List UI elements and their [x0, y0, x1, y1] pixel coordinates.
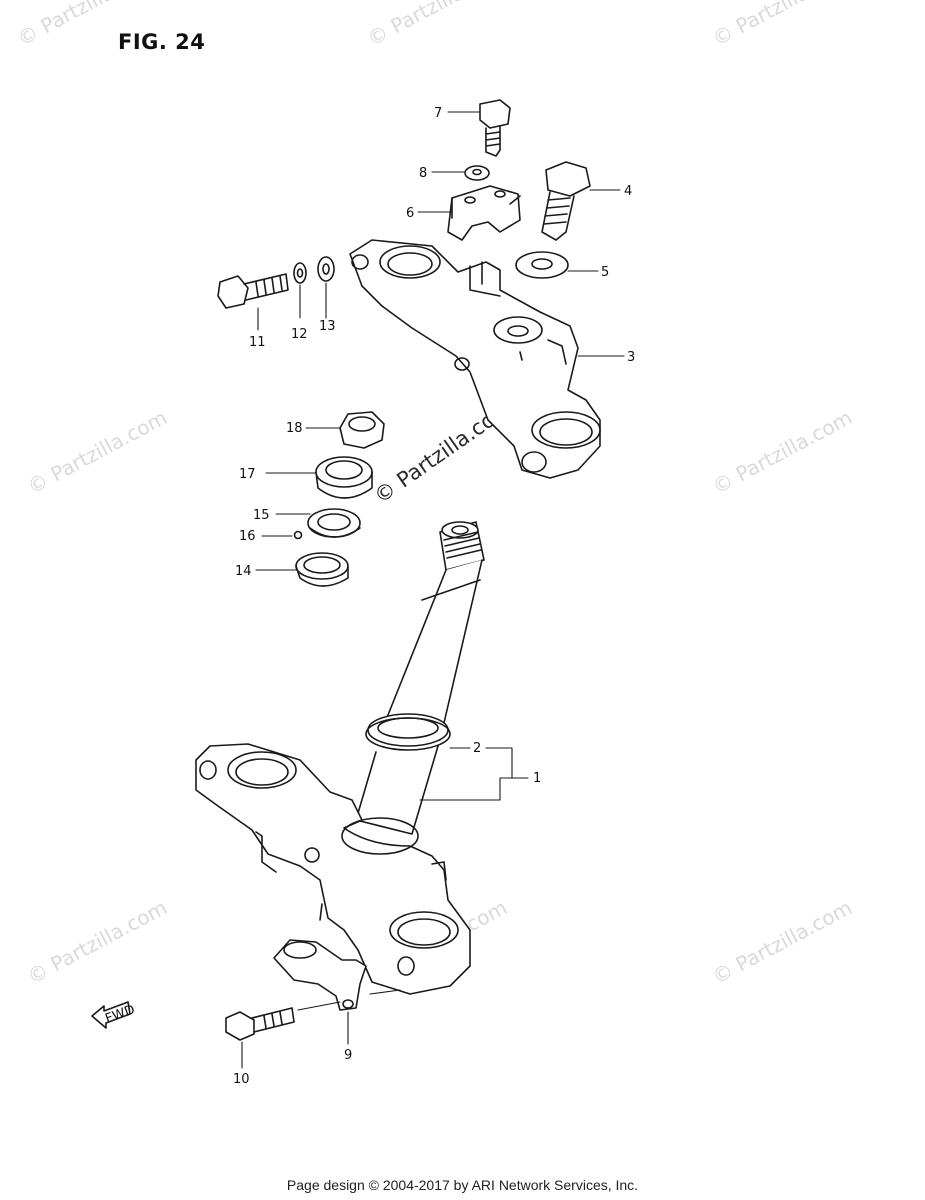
part-18-nut[interactable]: [339, 411, 385, 449]
part-12-washer[interactable]: [293, 262, 307, 284]
callout-14: 14: [235, 564, 252, 579]
callout-17: 17: [239, 467, 256, 482]
callout-8: 8: [419, 166, 427, 181]
callout-10: 10: [233, 1072, 250, 1087]
callout-13: 13: [319, 319, 336, 334]
fwd-arrow-icon: [91, 1001, 131, 1029]
callout-11: 11: [249, 335, 266, 350]
callout-3: 3: [627, 350, 635, 365]
part-13-washer[interactable]: [317, 256, 335, 282]
part-1-steering-stem[interactable]: [195, 521, 485, 995]
callout-7: 7: [434, 106, 442, 121]
part-16-ball[interactable]: [293, 530, 303, 540]
callout-16: 16: [239, 529, 256, 544]
callout-1: 1: [533, 771, 541, 786]
callout-9: 9: [344, 1048, 352, 1063]
callout-18: 18: [286, 421, 303, 436]
part-3-upper-bracket[interactable]: [349, 239, 601, 479]
part-6-holder[interactable]: [447, 185, 521, 241]
figure-title: FIG. 24: [118, 30, 206, 54]
callout-6: 6: [406, 206, 414, 221]
part-4-bolt[interactable]: [541, 161, 591, 241]
part-9-plate[interactable]: [273, 939, 367, 1011]
part-14-race[interactable]: [295, 552, 349, 587]
leader-lines: [241, 111, 625, 1069]
part-2-ring[interactable]: [365, 717, 451, 751]
page-footer: Page design © 2004-2017 by ARI Network S…: [286, 1177, 639, 1193]
callout-2: 2: [473, 741, 481, 756]
fwd-label: FWD: [103, 1002, 137, 1026]
callout-labels: 1 2 3 4 5 6 7 8 9 10 11 12 13 14 15 16 1…: [103, 106, 635, 1087]
callout-12: 12: [291, 327, 308, 342]
callout-15: 15: [253, 508, 270, 523]
part-7-bolt[interactable]: [479, 99, 511, 157]
part-10-bolt[interactable]: [225, 1007, 295, 1041]
part-15-race[interactable]: [307, 508, 361, 538]
callout-5: 5: [601, 265, 609, 280]
part-11-bolt[interactable]: [217, 273, 289, 309]
part-8-washer[interactable]: [464, 165, 490, 181]
part-5-washer[interactable]: [515, 251, 569, 279]
part-17-seal[interactable]: [315, 456, 373, 499]
callout-4: 4: [624, 184, 632, 199]
